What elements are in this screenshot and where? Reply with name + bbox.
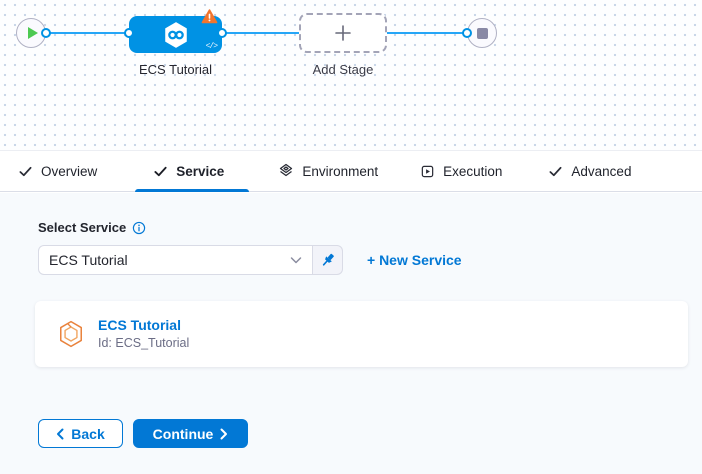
service-card-title: ECS Tutorial <box>98 317 181 334</box>
pipeline-canvas[interactable]: </> ECS Tutorial Add Stage <box>0 0 702 150</box>
execution-play-box-icon <box>420 164 435 179</box>
harness-cd-hexagon-icon <box>164 21 187 48</box>
start-node-port <box>41 28 51 38</box>
plus-icon <box>335 25 351 41</box>
check-icon <box>153 164 168 179</box>
tab-service-label: Service <box>176 163 225 179</box>
tab-service[interactable]: Service <box>135 151 250 192</box>
service-select-group: ECS Tutorial <box>38 245 343 275</box>
footer-buttons: Back Continue <box>38 419 248 448</box>
pipeline-connector-line <box>46 32 467 34</box>
select-service-label: Select Service <box>38 220 127 235</box>
add-stage-button[interactable] <box>299 13 387 53</box>
service-card-ecs-tutorial[interactable]: ECS Tutorial Id: ECS_Tutorial <box>35 301 688 367</box>
continue-button[interactable]: Continue <box>133 419 248 448</box>
stage-left-port <box>124 28 134 38</box>
add-stage-label: Add Stage <box>312 62 374 77</box>
tab-advanced-label: Advanced <box>571 163 632 179</box>
tab-execution[interactable]: Execution <box>420 151 502 191</box>
tab-environment[interactable]: Environment <box>278 151 378 191</box>
tab-execution-label: Execution <box>443 163 503 179</box>
chevron-left-icon <box>57 428 64 439</box>
back-button-label: Back <box>71 425 105 442</box>
tab-advanced[interactable]: Advanced <box>548 151 631 191</box>
continue-button-label: Continue <box>152 425 214 442</box>
check-icon <box>548 164 563 179</box>
tab-overview-label: Overview <box>41 163 98 179</box>
stage-right-port <box>217 28 227 38</box>
back-button[interactable]: Back <box>38 419 123 448</box>
service-card-text: ECS Tutorial Id: ECS_Tutorial <box>98 316 189 351</box>
warning-triangle-icon <box>201 9 218 24</box>
end-node-port <box>462 28 472 38</box>
service-card-id: Id: ECS_Tutorial <box>98 336 190 351</box>
service-select-value: ECS Tutorial <box>49 252 128 268</box>
new-service-link[interactable]: + New Service <box>367 252 462 268</box>
pin-icon <box>322 253 334 266</box>
tab-environment-label: Environment <box>302 163 379 179</box>
chevron-right-icon <box>220 428 228 439</box>
tab-overview[interactable]: Overview <box>18 151 97 191</box>
info-icon[interactable] <box>132 221 146 235</box>
check-icon <box>18 164 33 179</box>
pipeline-end-node <box>467 18 497 48</box>
code-template-icon: </> <box>205 42 218 51</box>
service-select-dropdown[interactable]: ECS Tutorial <box>38 245 313 275</box>
select-service-label-row: Select Service <box>38 220 146 235</box>
environment-layers-icon <box>278 163 294 179</box>
service-hexagon-icon <box>58 320 84 348</box>
stage-node-label: ECS Tutorial <box>139 62 212 77</box>
pin-service-button[interactable] <box>313 245 343 275</box>
play-icon <box>28 27 38 39</box>
stage-tabs: Overview Service Environment <box>0 150 702 192</box>
stop-icon <box>476 27 488 39</box>
stage-node-ecs-tutorial[interactable]: </> <box>129 9 222 53</box>
chevron-down-icon <box>290 256 302 265</box>
